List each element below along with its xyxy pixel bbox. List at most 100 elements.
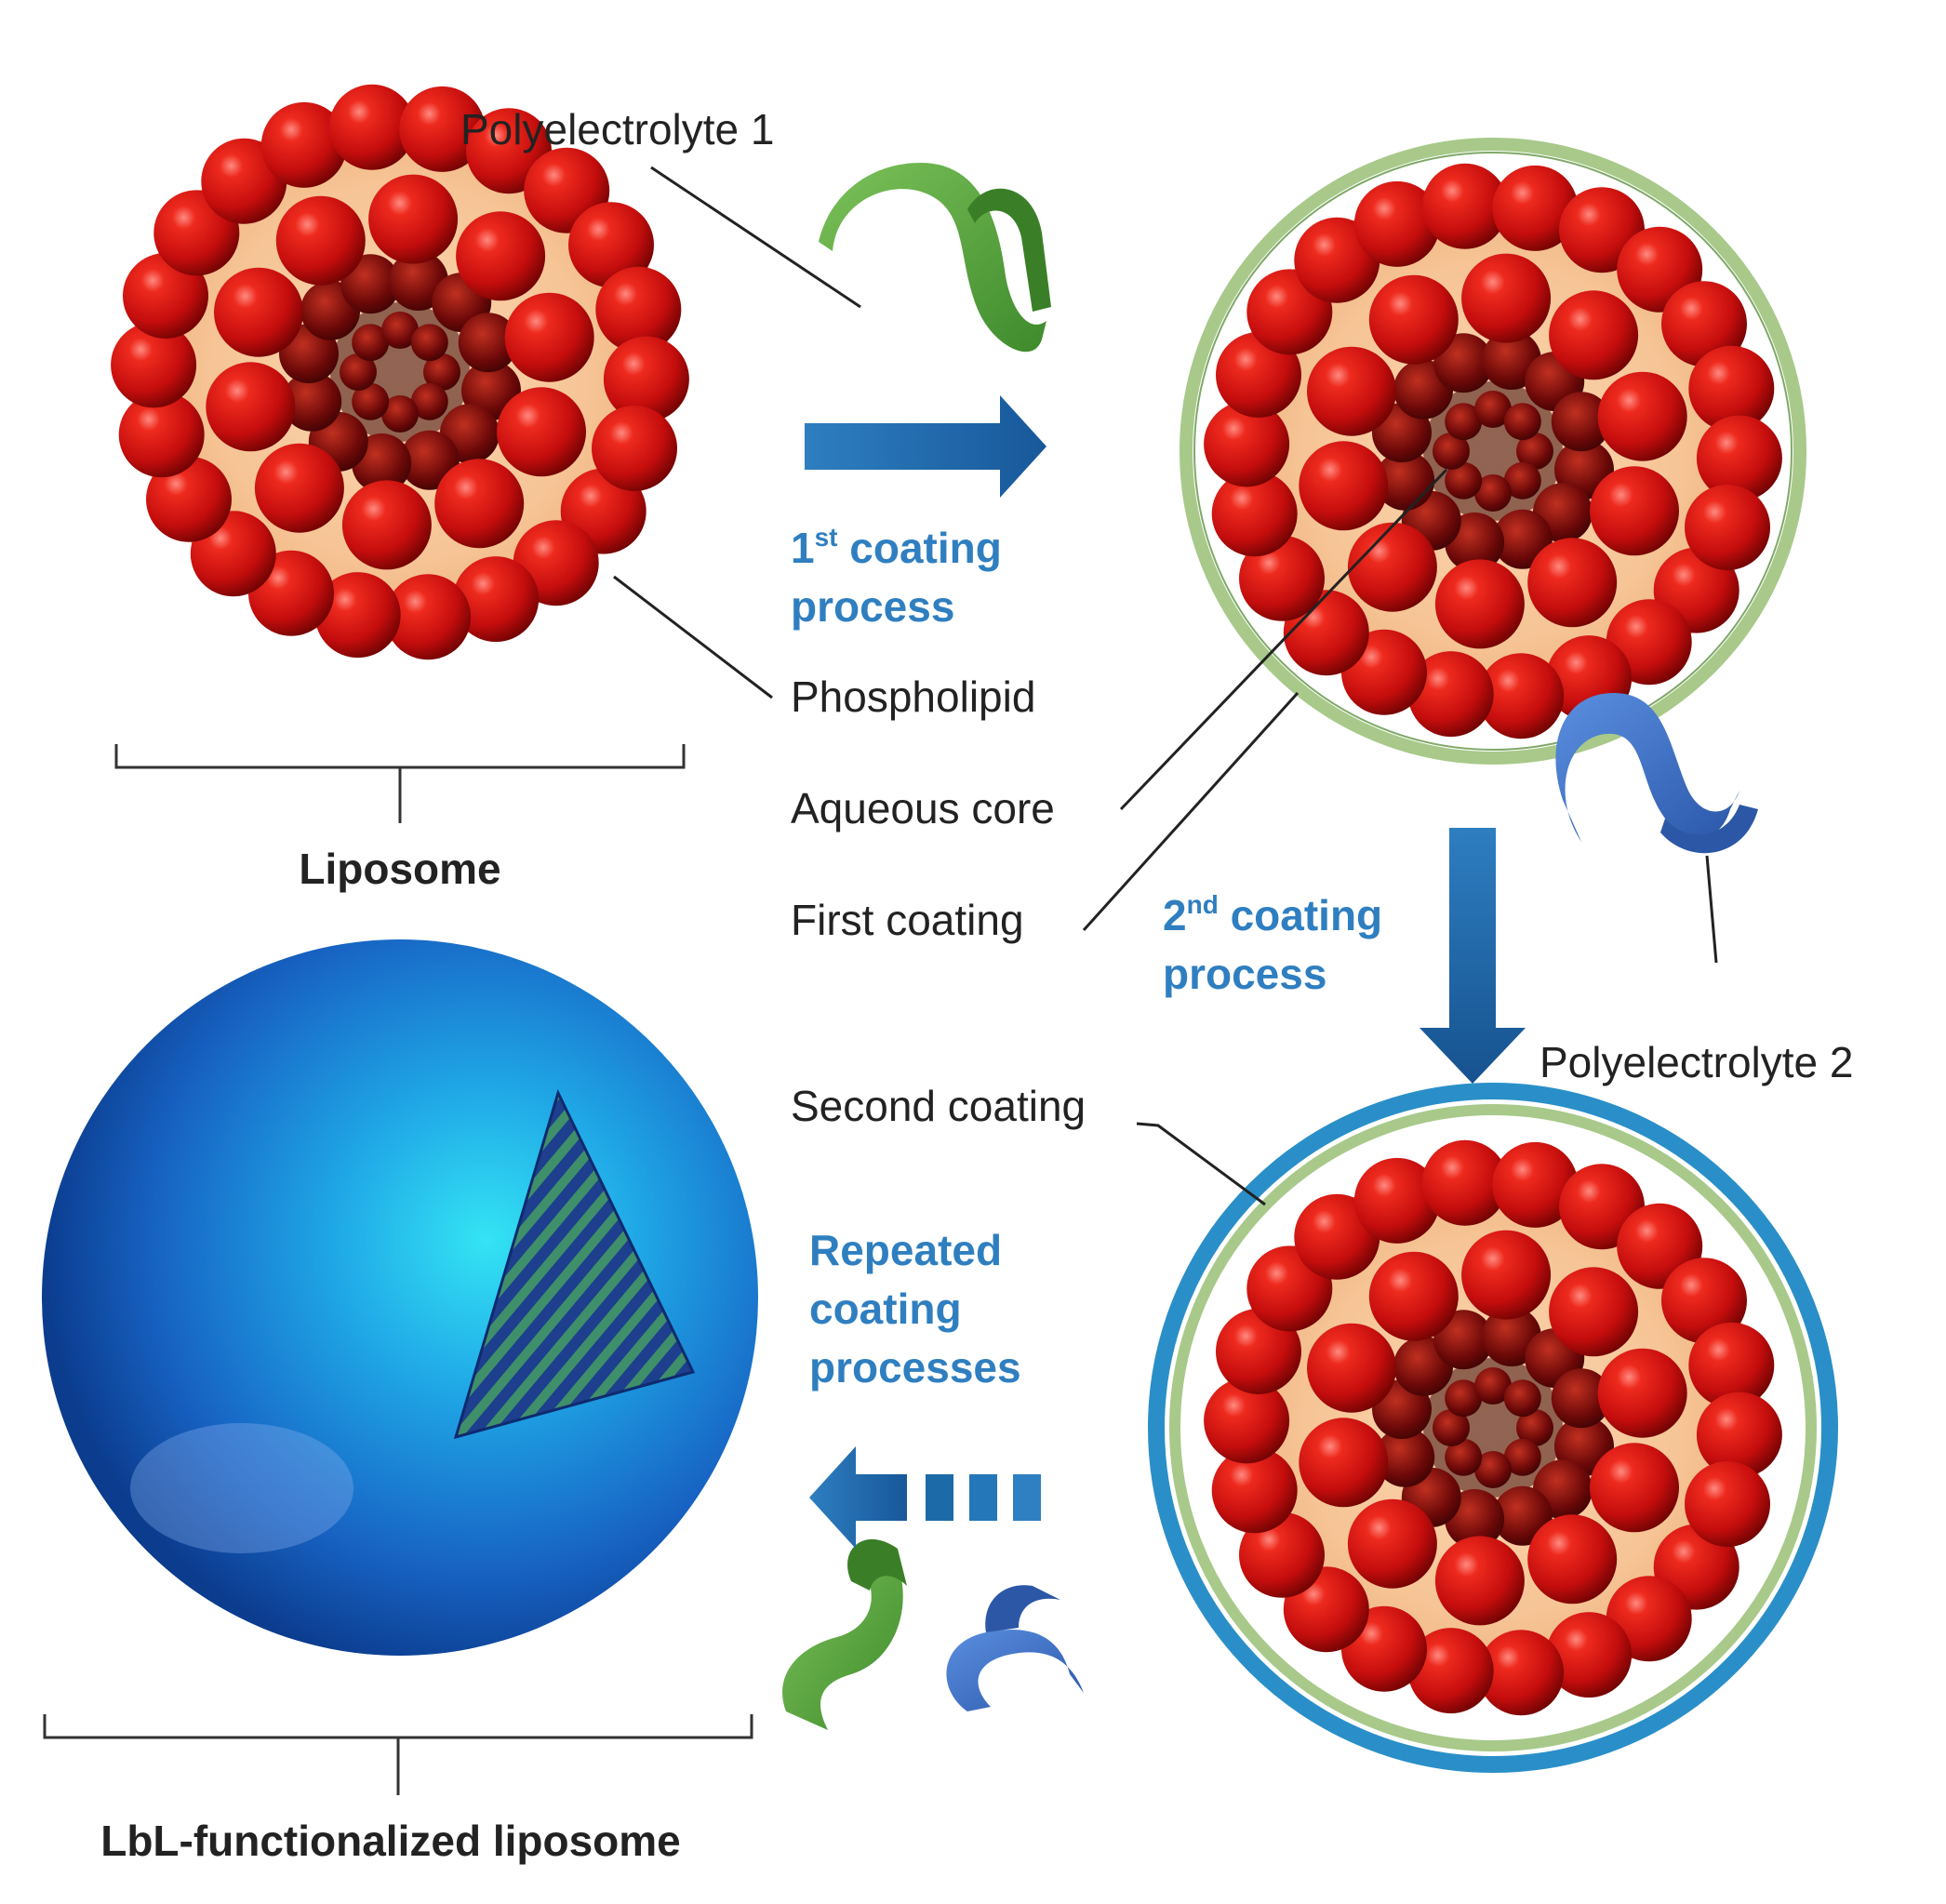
liposome-bracket	[114, 744, 686, 823]
phospholipid-head	[260, 101, 347, 188]
phospholipid-head	[1434, 559, 1525, 649]
phospholipid-head	[1492, 165, 1579, 251]
phospholipid-head	[254, 443, 344, 533]
phospholipid-head	[453, 556, 540, 643]
phospholipid-head	[1688, 345, 1775, 432]
phospholipid-head	[1685, 485, 1770, 570]
phospholipid-head	[314, 572, 401, 659]
phospholipid-head	[1421, 163, 1508, 249]
second-coating-ring	[1148, 1083, 1838, 1773]
phospholipid-head	[434, 459, 525, 549]
phospholipid-head	[399, 86, 486, 172]
phospholipid-head	[1407, 1628, 1494, 1714]
phospholipid-head	[1307, 1323, 1396, 1413]
inner-phospholipid	[1503, 1438, 1541, 1476]
inner-phospholipid	[1474, 1451, 1512, 1488]
inner-phospholipid	[1445, 403, 1483, 441]
phospholipid-head	[1661, 281, 1747, 367]
layer-cutaway	[453, 1088, 696, 1440]
phospholipid-head	[1478, 653, 1565, 739]
aqueous-core-label: Aqueous core	[791, 784, 1055, 832]
inner-phospholipid	[282, 371, 342, 432]
phospholipid-head	[1478, 1630, 1565, 1716]
repeated-polyelectrolyte-ribbons	[782, 1538, 1084, 1730]
first-coating-arrow	[805, 395, 1046, 498]
inner-phospholipid	[1551, 392, 1611, 452]
repeated-coating-arrow	[809, 1446, 1041, 1549]
inner-phospholipid	[381, 395, 419, 433]
phospholipid-head	[368, 174, 459, 264]
inner-phospholipid	[1503, 403, 1541, 441]
phospholipid-head	[328, 84, 415, 170]
phospholipid-head	[275, 195, 366, 286]
inner-phospholipid	[1503, 461, 1541, 499]
phospholipid-head	[1688, 1322, 1775, 1408]
inner-phospholipid	[410, 324, 448, 362]
inner-phospholipid	[1375, 1427, 1435, 1487]
inner-phospholipid	[1375, 450, 1435, 511]
inner-phospholipid	[1474, 1367, 1512, 1405]
second-coated-liposome	[1148, 1083, 1838, 1773]
polyelectrolyte-2-label: Polyelectrolyte 2	[1539, 1038, 1854, 1086]
phospholipid-head	[1299, 441, 1389, 531]
phospholipid-head	[456, 211, 546, 301]
inner-phospholipid	[410, 382, 448, 420]
inner-phospholipid	[352, 324, 390, 362]
inner-phospholipid	[1445, 1438, 1483, 1476]
second-step-coating: coating	[1219, 891, 1382, 939]
phospholipid-head	[1661, 1258, 1747, 1344]
phospholipid-label: Phospholipid	[791, 672, 1035, 721]
inner-phospholipid	[1492, 509, 1553, 569]
phospholipid-head	[1421, 1139, 1508, 1226]
inner-phospholipid	[1433, 433, 1470, 470]
phospholipid-head	[1407, 651, 1494, 738]
phospholipid-head	[1434, 1536, 1525, 1626]
first-step-suffix: st	[815, 523, 838, 552]
second-step-number: 2	[1163, 891, 1187, 939]
phospholipid-head	[1299, 1418, 1389, 1508]
polyelectrolyte-1-label: Polyelectrolyte 1	[460, 105, 775, 153]
phospholipid-head	[1696, 415, 1782, 501]
first-coating-step-line1: 1st coating	[791, 523, 1002, 572]
lbl-liposome-bracket	[43, 1714, 753, 1795]
repeated-step-line3: processes	[809, 1343, 1021, 1391]
lbl-liposome-title: LbL-functionalized liposome	[100, 1817, 681, 1865]
first-coating-label: First coating	[791, 896, 1024, 944]
phospholipid-head	[1527, 1514, 1618, 1604]
phospholipid-head	[1239, 1511, 1325, 1598]
first-coated-liposome	[1180, 138, 1806, 765]
phospholipid-head	[592, 406, 677, 491]
inner-phospholipid	[381, 312, 419, 349]
phospholipid-head	[1527, 538, 1618, 628]
inner-phospholipid	[1433, 1409, 1470, 1446]
leader-lines	[613, 166, 1718, 1206]
phospholipid-head	[1546, 1612, 1633, 1698]
inner-phospholipid	[1503, 1379, 1541, 1418]
repeated-step-line1: Repeated	[809, 1226, 1002, 1274]
phospholipid-head	[595, 266, 682, 353]
phospholipid-head	[118, 392, 205, 478]
phospholipid-head	[1696, 1391, 1782, 1478]
phospholipid-head	[1204, 1378, 1290, 1464]
phospholipid-head	[1549, 1267, 1639, 1357]
inner-phospholipid	[1474, 391, 1512, 428]
first-coating-ring	[1180, 138, 1806, 765]
inner-phospholipid	[1516, 1409, 1553, 1446]
inner-phospholipid	[423, 353, 460, 391]
phospholipid-head	[214, 267, 303, 357]
phospholipid-head	[1590, 1443, 1679, 1533]
second-step-suffix: nd	[1187, 890, 1219, 919]
liposome-particle	[1204, 163, 1782, 739]
inner-phospholipid	[340, 353, 377, 391]
phospholipid-head	[1461, 1230, 1552, 1320]
inner-phospholipid	[1492, 1485, 1553, 1546]
phospholipid-head	[1211, 471, 1298, 557]
phospholipid-head	[341, 480, 432, 570]
first-step-number: 1	[791, 524, 815, 572]
phospholipid-head	[497, 387, 586, 477]
phospholipid-head	[111, 322, 197, 408]
phospholipid-head	[1590, 466, 1679, 556]
phospholipid-head	[1204, 401, 1290, 487]
second-coating-step-line2: process	[1163, 950, 1326, 998]
